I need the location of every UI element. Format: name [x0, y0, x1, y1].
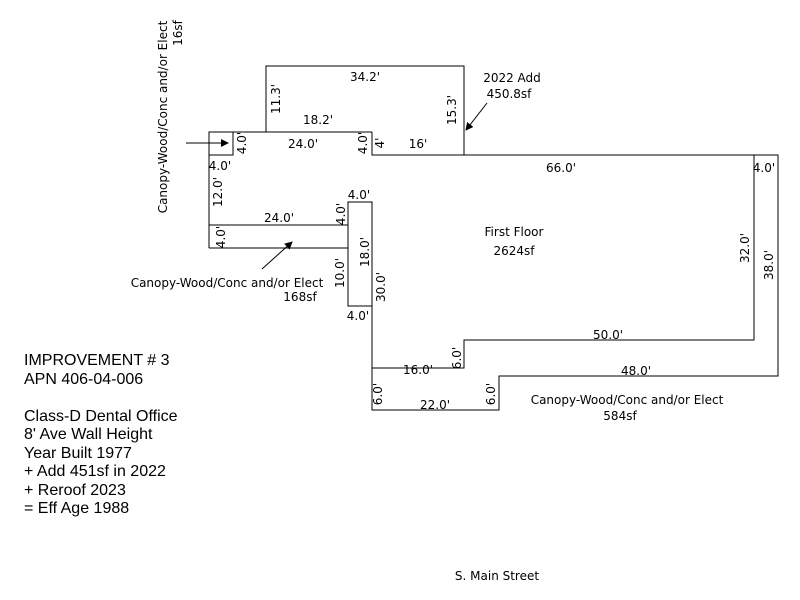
- dim-label: 66.0': [546, 161, 576, 175]
- dim-label: 4': [373, 138, 387, 149]
- dim-label: 16.0': [403, 363, 433, 377]
- dim-label: 18.0': [358, 237, 372, 267]
- dim-label: 6.0': [450, 347, 464, 369]
- reroof-note: + Reroof 2023: [24, 481, 126, 499]
- canopy-16sf-outline: [209, 131, 234, 156]
- canopy-584sf-name: Canopy-Wood/Conc and/or Elect: [531, 393, 724, 407]
- canopy-168sf-name: Canopy-Wood/Conc and/or Elect: [131, 276, 324, 290]
- street-name: S. Main Street: [455, 569, 539, 583]
- building-class: Class-D Dental Office: [24, 407, 178, 425]
- dim-label: 4.0': [348, 188, 370, 202]
- improvement-title: IMPROVEMENT # 3: [24, 352, 170, 369]
- effective-age: = Eff Age 1988: [24, 500, 130, 517]
- addition-2022-outline: [265, 65, 465, 155]
- first-floor-outline: [347, 132, 755, 369]
- dim-label: 6.0': [371, 383, 385, 405]
- dim-label: 11.3': [269, 84, 283, 114]
- dim-label: 15.3': [445, 95, 459, 125]
- dim-label: 4.0': [753, 161, 775, 175]
- dim-label: 6.0': [484, 383, 498, 405]
- dim-label: 22.0': [420, 398, 450, 412]
- dim-label: 24.0': [264, 211, 294, 225]
- addition-2022-size: 450.8sf: [487, 87, 533, 101]
- apn-number: APN 406-04-006: [24, 370, 144, 388]
- dim-label: 50.0': [593, 328, 623, 342]
- canopy-16sf-size: 16sf: [171, 19, 185, 46]
- canopy-168sf-arrow: [261, 241, 293, 270]
- dim-label: 4.0': [347, 309, 369, 323]
- dim-label: 4.0': [209, 159, 231, 173]
- canopy-16sf-name: Canopy-Wood/Conc and/or Elect: [156, 20, 170, 213]
- canopy-168sf-outline: [209, 224, 349, 249]
- first-floor-name: First Floor: [485, 225, 544, 239]
- dim-label: 24.0': [288, 137, 318, 151]
- canopy-584sf-outline: [371, 154, 779, 411]
- wall-height: 8' Ave Wall Height: [24, 426, 153, 443]
- dim-label: 32.0': [738, 233, 752, 263]
- dim-label: 12.0': [211, 177, 225, 207]
- canopy-584sf-size: 584sf: [603, 409, 637, 423]
- improvement-info-block: IMPROVEMENT # 3 APN 406-04-006 Class-D D…: [24, 352, 178, 519]
- dim-label: 10.0': [333, 258, 347, 288]
- spacer: [24, 389, 178, 408]
- year-built: Year Built 1977: [24, 444, 132, 462]
- dim-label: 4.0': [334, 203, 348, 225]
- dim-label: 38.0': [762, 250, 776, 280]
- dim-label: 30.0': [374, 272, 388, 302]
- addition-note: + Add 451sf in 2022: [24, 463, 166, 480]
- addition-2022-name: 2022 Add: [483, 71, 541, 85]
- dim-label: 4.0': [214, 226, 228, 248]
- dim-label: 4.0': [356, 132, 370, 154]
- dim-label: 18.2': [303, 113, 333, 127]
- addition-2022-arrow: [465, 102, 488, 131]
- dim-label: 34.2': [350, 70, 380, 84]
- dim-label: 4.0': [235, 132, 249, 154]
- dim-label: 48.0': [621, 364, 651, 378]
- dim-label: 16': [409, 137, 428, 151]
- canopy-168sf-size: 168sf: [283, 290, 317, 304]
- first-floor-size: 2624sf: [493, 244, 535, 258]
